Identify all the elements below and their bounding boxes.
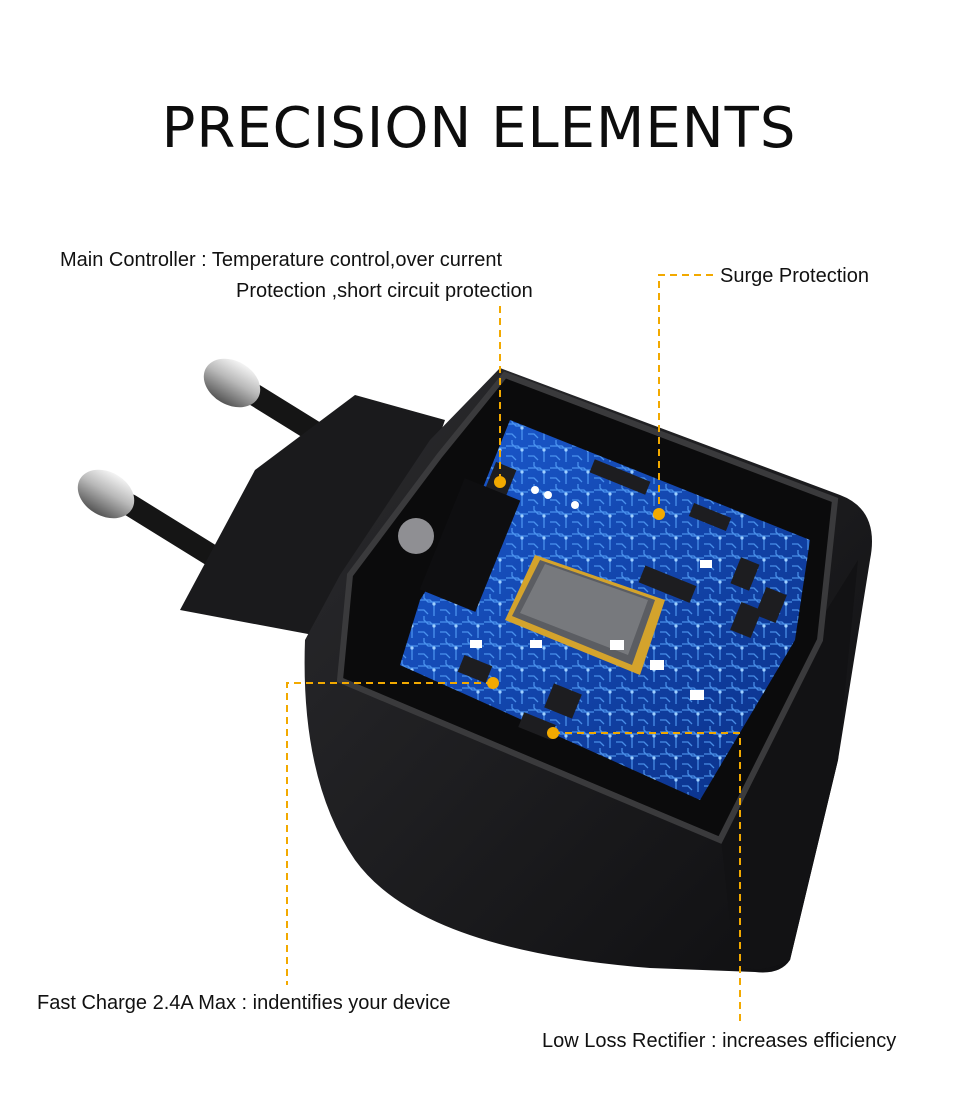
callout-dot-rectifier bbox=[547, 727, 559, 739]
callout-line-surge bbox=[658, 274, 713, 512]
callout-dot-surge bbox=[653, 508, 665, 520]
pcb-components bbox=[457, 459, 787, 740]
callout-dots bbox=[487, 476, 665, 739]
callout-dot-fast-charge bbox=[487, 677, 499, 689]
main-controller-label-line2: Protection ,short circuit protection bbox=[236, 280, 533, 302]
housing-right-side bbox=[720, 560, 858, 969]
main-controller-label: Main Controller : Temperature control,ov… bbox=[60, 249, 503, 271]
input-terminal bbox=[419, 478, 521, 612]
plug-base bbox=[180, 395, 445, 640]
fast-charge-label: Fast Charge 2.4A Max : indentifies your … bbox=[37, 992, 451, 1014]
screw-head bbox=[398, 518, 434, 554]
page-title: PRECISION ELEMENTS bbox=[161, 95, 797, 161]
callout-line-rectifier bbox=[553, 732, 741, 1022]
callout-dot-main-controller bbox=[494, 476, 506, 488]
plug-pin-bottom bbox=[77, 469, 246, 581]
main-chip bbox=[505, 555, 665, 675]
callout-line-fast-charge bbox=[286, 682, 493, 985]
low-loss-rectifier-label: Low Loss Rectifier : increases efficienc… bbox=[542, 1030, 897, 1052]
surge-protection-label: Surge Protection bbox=[720, 265, 869, 287]
callout-lines bbox=[286, 274, 741, 1022]
